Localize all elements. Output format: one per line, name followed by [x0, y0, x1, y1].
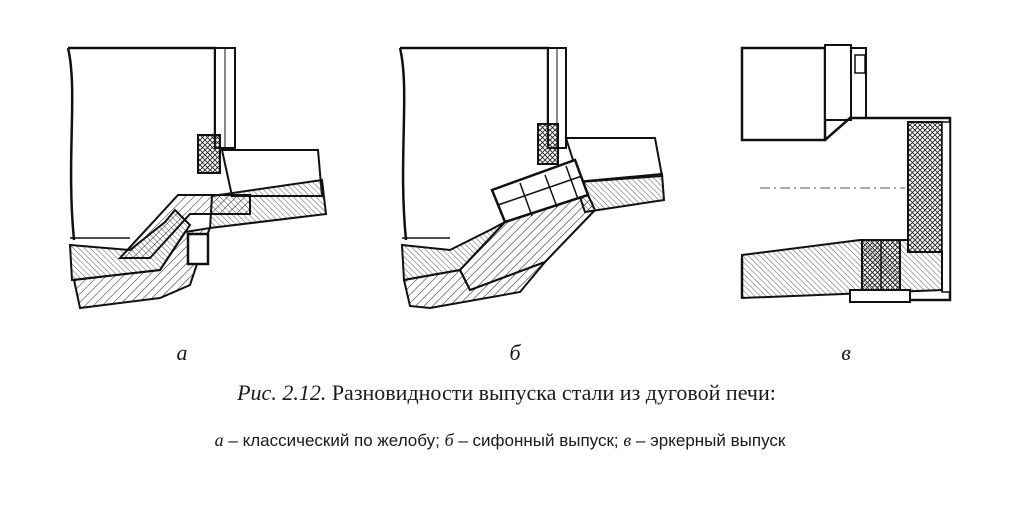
figure-caption: Рис. 2.12. Разновидности выпуска стали и…	[0, 380, 1013, 406]
legend-a-letter: а	[214, 430, 224, 450]
panel-b-drawing	[398, 46, 666, 310]
figure-legend: а – классический по желобу; б – сифонный…	[200, 428, 800, 453]
legend-b-text: – сифонный выпуск;	[458, 431, 619, 450]
legend-c-text: – эркерный выпуск	[635, 431, 786, 450]
furnace-tapping-diagram	[66, 44, 952, 310]
panel-a-label: а	[176, 340, 188, 365]
panel-a-drawing	[66, 46, 328, 310]
legend-c-letter: в	[623, 430, 632, 450]
legend-b-letter: б	[444, 430, 454, 450]
panel-b-label: б	[509, 340, 521, 365]
figure-number: Рис. 2.12.	[237, 380, 327, 405]
panel-c-label: в	[841, 340, 851, 365]
legend-a-text: – классический по желобу;	[228, 431, 440, 450]
panel-c-drawing	[740, 44, 952, 303]
figure-title: Разновидности выпуска стали из дуговой п…	[331, 380, 776, 405]
